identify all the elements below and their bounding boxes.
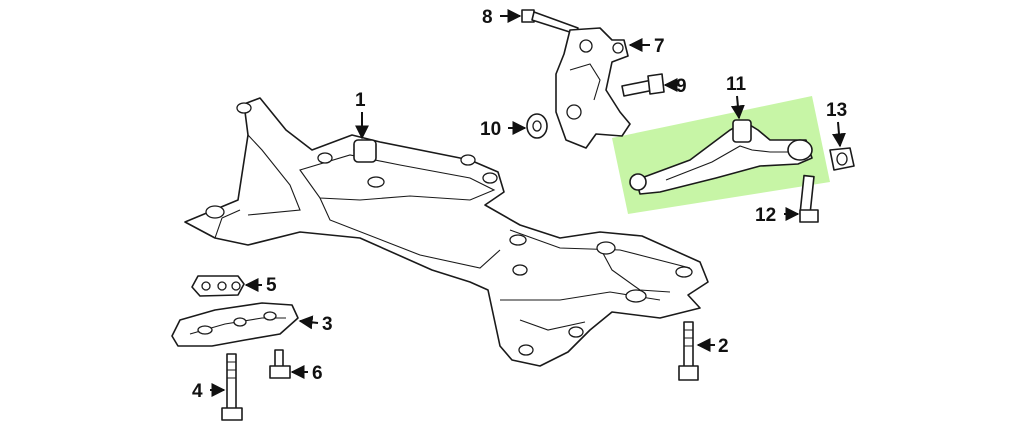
callout-11: 11 — [726, 74, 747, 95]
callout-3: 3 — [322, 314, 333, 335]
part-9-bolt[interactable] — [621, 73, 665, 97]
part-10-nut[interactable] — [526, 113, 548, 139]
part-13-nut[interactable] — [829, 147, 855, 171]
part-2-bolt[interactable] — [678, 321, 699, 381]
callout-1: 1 — [355, 90, 366, 111]
part-12-bolt[interactable] — [799, 174, 819, 223]
part-11-control-arm[interactable] — [629, 119, 813, 195]
callout-9: 9 — [676, 76, 687, 97]
callout-2: 2 — [718, 336, 729, 357]
part-6-bolt[interactable] — [269, 349, 291, 379]
part-4-bolt[interactable] — [221, 353, 243, 421]
callout-4: 4 — [192, 381, 203, 402]
part-5-bracket[interactable] — [191, 275, 245, 297]
part-3-plate[interactable] — [171, 302, 299, 347]
callout-12: 12 — [755, 205, 776, 226]
callout-5: 5 — [266, 275, 277, 296]
callout-13: 13 — [826, 100, 847, 121]
callout-8: 8 — [482, 7, 493, 28]
part-7-knuckle[interactable] — [555, 27, 631, 149]
subframe-crossmember[interactable] — [184, 97, 709, 367]
callout-7: 7 — [654, 36, 665, 57]
callout-10: 10 — [480, 119, 501, 140]
callout-6: 6 — [312, 363, 323, 384]
